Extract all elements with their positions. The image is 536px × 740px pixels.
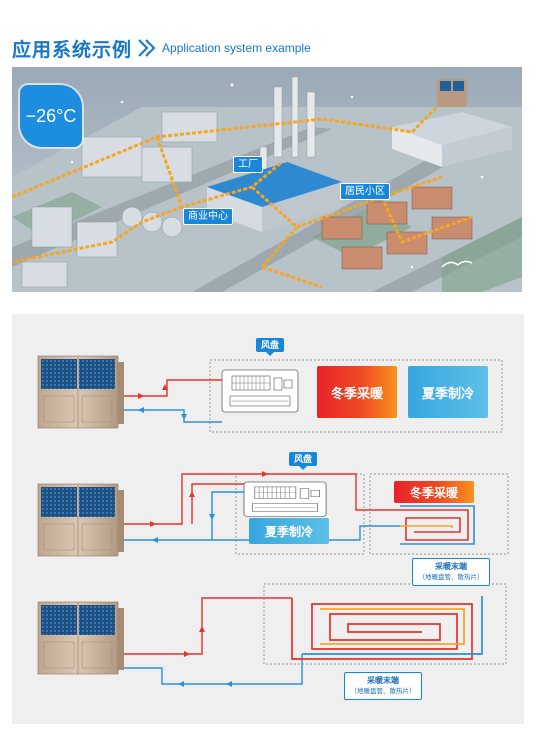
schematic-2	[37, 471, 509, 557]
residential-buildings	[321, 186, 473, 270]
schematic-3	[37, 583, 507, 687]
city-aerial-illustration	[12, 67, 522, 292]
industrial-buildings	[21, 111, 218, 288]
heat-pipe-network	[12, 105, 473, 289]
schematic-1	[37, 355, 503, 433]
section-title-en: Application system example	[162, 41, 311, 55]
section-title-cn: 应用系统示例	[12, 39, 133, 61]
heating-terminal-label-3: 采暖末端 （地暖盘管、散热片）	[344, 672, 422, 700]
winter-heating-card-2: 冬季采暖	[394, 481, 474, 503]
flow-arrows-3	[178, 626, 232, 687]
commercial-building	[207, 162, 342, 232]
heating-terminal-label-2: 采暖末端 （地暖盘管、散热片）	[412, 558, 490, 586]
heating-terminal-sub-3: （地暖盘管、散热片）	[350, 688, 416, 695]
heating-terminal-title-3: 采暖末端	[367, 676, 399, 685]
floor-heating-coil-3	[291, 596, 483, 660]
label-residential: 居民小区	[340, 183, 390, 200]
flow-arrows-1	[138, 384, 187, 420]
fan-coil-tag-2: 风盘	[289, 452, 318, 470]
heating-terminal-title-2: 采暖末端	[435, 562, 467, 571]
floor-heating-coil-2	[400, 505, 475, 545]
winter-heating-card-1: 冬季采暖	[317, 366, 397, 418]
summer-cooling-card-2: 夏季制冷	[249, 518, 329, 544]
section-header: 应用系统示例 Application system example	[12, 35, 311, 61]
double-chevron-right-icon	[138, 39, 156, 57]
fan-coil-tag-1: 风盘	[256, 338, 285, 356]
system-schematics-drawing	[37, 355, 509, 687]
heat-pump-unit-small	[437, 79, 467, 107]
outdoor-temperature-badge: −26°C	[20, 85, 82, 147]
label-commercial: 商业中心	[183, 208, 233, 225]
heating-terminal-sub-2: （地暖盘管、散热片）	[418, 574, 484, 581]
flow-arrows-2	[150, 471, 268, 543]
label-factory: 工厂	[233, 156, 263, 173]
summer-cooling-card-1: 夏季制冷	[408, 366, 488, 418]
